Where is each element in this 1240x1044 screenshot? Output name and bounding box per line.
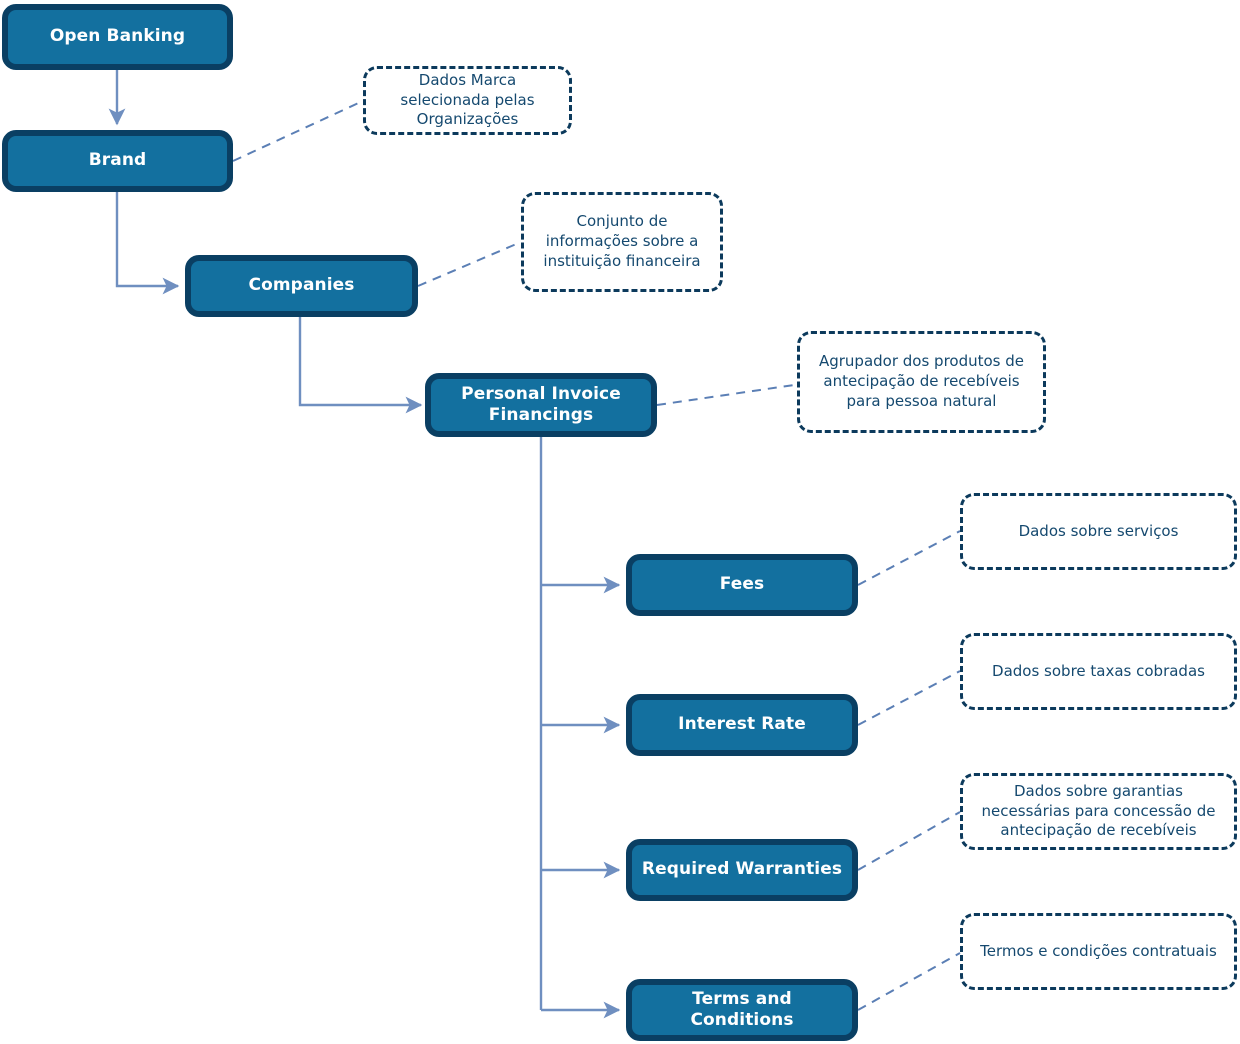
leader-interest-callout: [857, 670, 961, 726]
callout-terms-and-conditions-text: Termos e condições contratuais: [980, 941, 1217, 960]
node-open-banking-label: Open Banking: [49, 26, 186, 47]
callout-interest-rate-text: Dados sobre taxas cobradas: [992, 661, 1205, 680]
leader-pif-callout: [656, 384, 795, 406]
node-personal-invoice-financings[interactable]: Personal Invoice Financings: [425, 373, 657, 437]
edge-brand-companies: [115, 192, 180, 295]
callout-fees: Dados sobre serviços: [960, 493, 1237, 570]
node-required-warranties[interactable]: Required Warranties: [626, 839, 858, 901]
leader-companies-callout: [417, 241, 522, 287]
node-companies-label: Companies: [248, 275, 355, 296]
node-brand[interactable]: Brand: [2, 130, 233, 192]
callout-companies: Conjunto de informações sobre a institui…: [521, 192, 723, 292]
callout-brand-text: Dados Marca selecionada pelas Organizaçõ…: [400, 70, 535, 129]
node-interest-rate-label: Interest Rate: [678, 714, 806, 735]
edge-companies-pif: [298, 316, 423, 414]
callout-brand: Dados Marca selecionada pelas Organizaçõ…: [363, 66, 572, 135]
callout-fees-text: Dados sobre serviços: [1018, 521, 1179, 540]
leader-fees-callout: [857, 530, 961, 586]
leader-warranties-callout: [857, 811, 961, 871]
callout-interest-rate: Dados sobre taxas cobradas: [960, 633, 1237, 710]
node-terms-and-conditions-label: Terms and Conditions: [690, 988, 794, 1030]
node-companies[interactable]: Companies: [185, 255, 418, 317]
callout-required-warranties-text: Dados sobre garantias necessárias para c…: [981, 781, 1216, 840]
node-fees[interactable]: Fees: [626, 554, 858, 616]
leader-terms-callout: [857, 952, 961, 1011]
node-open-banking[interactable]: Open Banking: [2, 4, 233, 70]
callout-personal-invoice-financings: Agrupador dos produtos de antecipação de…: [797, 331, 1046, 433]
node-personal-invoice-financings-label: Personal Invoice Financings: [461, 383, 621, 425]
callout-personal-invoice-financings-text: Agrupador dos produtos de antecipação de…: [818, 352, 1025, 410]
node-fees-label: Fees: [719, 574, 765, 595]
node-required-warranties-label: Required Warranties: [641, 859, 843, 880]
callout-required-warranties: Dados sobre garantias necessárias para c…: [960, 773, 1237, 850]
node-brand-label: Brand: [88, 150, 147, 171]
callout-companies-text: Conjunto de informações sobre a institui…: [543, 212, 701, 270]
callout-terms-and-conditions: Termos e condições contratuais: [960, 913, 1237, 990]
node-interest-rate[interactable]: Interest Rate: [626, 694, 858, 756]
node-terms-and-conditions[interactable]: Terms and Conditions: [626, 979, 858, 1041]
leader-brand-callout: [232, 99, 366, 162]
